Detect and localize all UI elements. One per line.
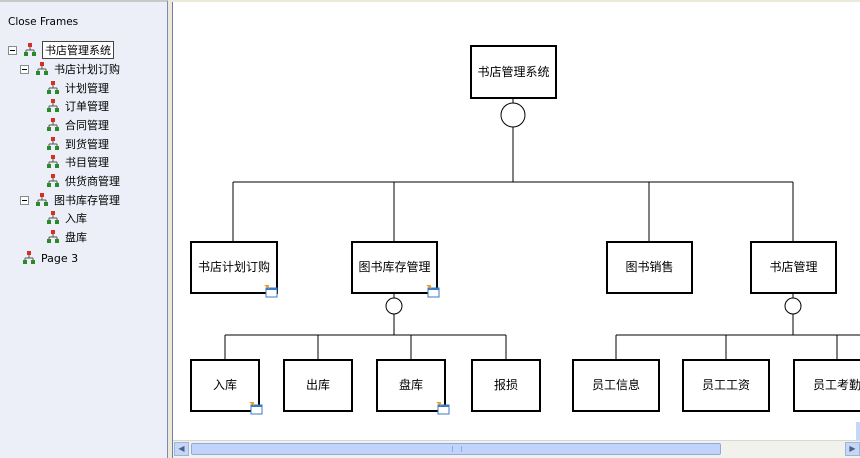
- aggregation-circle: [500, 102, 526, 128]
- tree-item-plan-manage[interactable]: 计划管理: [46, 79, 109, 97]
- hierarchy-icon: [46, 155, 60, 169]
- hierarchy-icon: [35, 62, 49, 76]
- tree-item-label: Page 3: [41, 251, 79, 265]
- vertical-scrollbar[interactable]: [856, 422, 860, 440]
- aggregation-circle: [784, 297, 802, 315]
- tree-item-stocktake[interactable]: 盘库: [46, 228, 87, 246]
- node-label: 员工工资: [702, 378, 750, 392]
- diagram-frame: 书店管理系统 书店计划订购 图书库存管理 图书销售 书店管理 入库 出库: [172, 2, 860, 458]
- tree-item-stock-in[interactable]: 入库: [46, 209, 87, 227]
- collapse-toggle-icon[interactable]: [20, 195, 29, 205]
- tree-item-root[interactable]: 书店管理系统: [8, 41, 114, 59]
- node-store-manage[interactable]: 书店管理: [750, 241, 837, 294]
- tree-item-label: 入库: [65, 212, 87, 225]
- hierarchy-icon: [35, 193, 49, 207]
- tree-item-label: 书目管理: [65, 156, 109, 169]
- node-label: 图书销售: [625, 259, 673, 274]
- subpage-link-icon[interactable]: [249, 402, 263, 415]
- tree-item-label: 图书库存管理: [54, 194, 120, 207]
- tree-item-label: 供货商管理: [65, 175, 120, 188]
- tree-item-supplier-manage[interactable]: 供货商管理: [46, 172, 120, 190]
- tree-item-label: 订单管理: [65, 100, 109, 113]
- tree-item-label: 到货管理: [65, 138, 109, 151]
- collapse-toggle-icon[interactable]: [20, 64, 29, 74]
- node-label: 书店管理: [769, 259, 817, 274]
- node-staff-salary[interactable]: 员工工资: [682, 359, 770, 412]
- hierarchy-icon: [46, 137, 60, 151]
- node-label: 员工信息: [592, 377, 640, 392]
- horizontal-scrollbar[interactable]: ◀ ▶: [173, 440, 860, 458]
- tree-item-label: 书店管理系统: [42, 41, 114, 59]
- node-root[interactable]: 书店管理系统: [470, 45, 557, 99]
- node-label: 图书库存管理: [358, 259, 430, 274]
- node-label: 书店管理系统: [477, 64, 549, 79]
- node-staff-info[interactable]: 员工信息: [572, 359, 660, 412]
- scroll-right-icon[interactable]: ▶: [845, 442, 860, 456]
- tree-item-order-manage[interactable]: 订单管理: [46, 97, 109, 115]
- close-frames-link[interactable]: Close Frames: [8, 16, 79, 28]
- tree-item-label: 计划管理: [65, 82, 109, 95]
- node-stocktake[interactable]: 盘库: [376, 359, 446, 412]
- node-label: 入库: [213, 377, 237, 392]
- node-damage-report[interactable]: 报损: [471, 359, 541, 412]
- connector-lines: [224, 98, 860, 360]
- subpage-link-icon[interactable]: [264, 285, 278, 298]
- tree-item-catalog-manage[interactable]: 书目管理: [46, 153, 109, 171]
- node-label: 盘库: [399, 377, 423, 392]
- node-staff-attendance[interactable]: 员工考勤: [793, 359, 860, 412]
- hierarchy-icon: [46, 211, 60, 225]
- node-label: 出库: [306, 377, 330, 392]
- tree-item-label: 合同管理: [65, 119, 109, 132]
- tree-item-inventory[interactable]: 图书库存管理: [20, 191, 120, 209]
- hierarchy-icon: [22, 251, 36, 265]
- subpage-link-icon[interactable]: [426, 285, 440, 298]
- tree-item-label: 书店计划订购: [54, 63, 120, 76]
- collapse-toggle-icon[interactable]: [8, 45, 17, 55]
- hierarchy-icon: [46, 81, 60, 95]
- scrollbar-thumb[interactable]: [191, 443, 721, 455]
- tree-item-page-3[interactable]: Page 3: [22, 249, 78, 267]
- hierarchy-icon: [23, 43, 37, 57]
- node-plan-order[interactable]: 书店计划订购: [190, 241, 278, 294]
- tree-item-label: 盘库: [65, 231, 87, 244]
- node-label: 报损: [494, 377, 518, 392]
- subpage-link-icon[interactable]: [436, 402, 450, 415]
- node-book-sales[interactable]: 图书销售: [606, 241, 693, 294]
- node-label: 书店计划订购: [198, 259, 270, 274]
- node-inventory[interactable]: 图书库存管理: [351, 241, 438, 294]
- hierarchy-icon: [46, 118, 60, 132]
- node-label: 员工考勤: [813, 378, 860, 392]
- aggregation-circle: [385, 297, 403, 315]
- org-chart-diagram: 书店管理系统 书店计划订购 图书库存管理 图书销售 书店管理 入库 出库: [190, 45, 860, 415]
- navigation-frame: Close Frames 书店管理系统 书店计划订购 计划管理 订单管理 合同管…: [0, 0, 168, 458]
- node-stock-out[interactable]: 出库: [283, 359, 353, 412]
- tree-item-arrival-manage[interactable]: 到货管理: [46, 135, 109, 153]
- tree-item-plan-order[interactable]: 书店计划订购: [20, 60, 120, 78]
- tree-item-contract-manage[interactable]: 合同管理: [46, 116, 109, 134]
- node-stock-in[interactable]: 入库: [190, 359, 260, 412]
- hierarchy-icon: [46, 99, 60, 113]
- hierarchy-icon: [46, 230, 60, 244]
- hierarchy-icon: [46, 174, 60, 188]
- scroll-left-icon[interactable]: ◀: [174, 442, 189, 456]
